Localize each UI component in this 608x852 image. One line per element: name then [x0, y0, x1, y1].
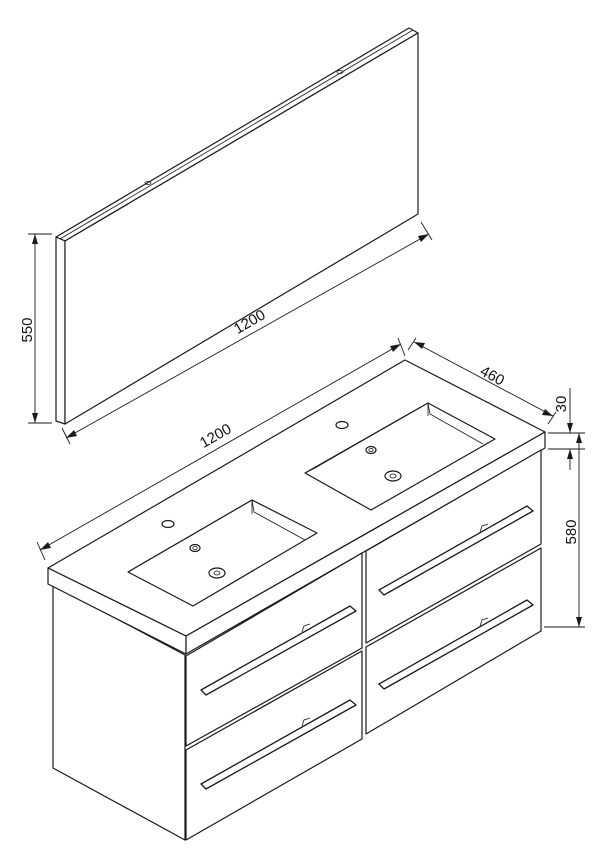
basin-right	[304, 402, 496, 511]
drawer-handle-bottom-right	[378, 599, 534, 690]
dim-line	[65, 233, 430, 439]
top-thickness-label: 30	[553, 396, 570, 413]
arrow-top	[32, 234, 38, 244]
arrow-left	[66, 430, 77, 438]
drain-left-inner	[213, 570, 221, 576]
overflow-right	[365, 445, 377, 455]
mirror-height-label: 550	[19, 317, 36, 342]
handle-bar	[378, 505, 534, 596]
arrow-right	[418, 234, 429, 242]
drawer-handle-top-left	[200, 605, 357, 696]
overflow-left	[189, 543, 201, 553]
handle-bar	[378, 599, 534, 690]
tap-hole-right	[335, 420, 349, 430]
arrow-bottom	[32, 413, 38, 423]
cabinet-width-label: 1200	[197, 420, 234, 451]
arrow-front	[542, 409, 553, 416]
cabinet-depth-label: 460	[477, 363, 507, 390]
drawer-handle-bottom-left	[200, 699, 357, 790]
arrow-left	[40, 542, 51, 550]
mirror-top-line	[59, 29, 414, 240]
arrow-top	[567, 423, 573, 433]
arrow-back	[414, 342, 425, 349]
mirror-side-edge	[55, 236, 66, 425]
dim-line	[413, 341, 554, 417]
cabinet-height-label: 580	[563, 519, 580, 544]
arrow-top	[576, 433, 582, 443]
drain-left	[208, 567, 226, 579]
dim-ext-left	[61, 427, 71, 445]
tap-hole-left	[161, 519, 175, 529]
handle-notch	[301, 717, 311, 727]
dim-ext-right	[420, 221, 433, 241]
mirror-mount-left	[144, 181, 152, 185]
dim-ext-right	[397, 337, 406, 357]
arrow-bottom	[567, 449, 573, 459]
cabinet-height-dimension: 580	[544, 433, 585, 628]
basin-left	[127, 499, 318, 607]
drawer-handle-top-right	[378, 505, 534, 596]
handle-notch	[479, 523, 489, 533]
handle-bar	[200, 699, 357, 790]
dim-ext-left	[36, 541, 46, 561]
handle-notch	[301, 623, 311, 633]
mirror-mount-right	[336, 70, 344, 74]
dim-line	[39, 343, 402, 551]
dim-ext-front	[547, 411, 557, 425]
arrow-right	[390, 344, 401, 352]
mirror	[55, 27, 419, 425]
arrow-bottom	[576, 617, 582, 627]
handle-bar	[200, 605, 357, 696]
drain-right	[384, 470, 402, 482]
overflow-right-inner	[368, 447, 374, 452]
mirror-height-dimension: 550	[19, 233, 52, 424]
handle-notch	[479, 617, 489, 627]
overflow-left-inner	[192, 546, 198, 551]
vanity-cabinet	[47, 359, 546, 841]
drawer-top-right	[365, 449, 542, 644]
mirror-face	[64, 32, 419, 425]
dim-ext-back	[407, 337, 417, 351]
countertop-edge-front	[185, 431, 546, 655]
drain-right-inner	[389, 473, 397, 479]
